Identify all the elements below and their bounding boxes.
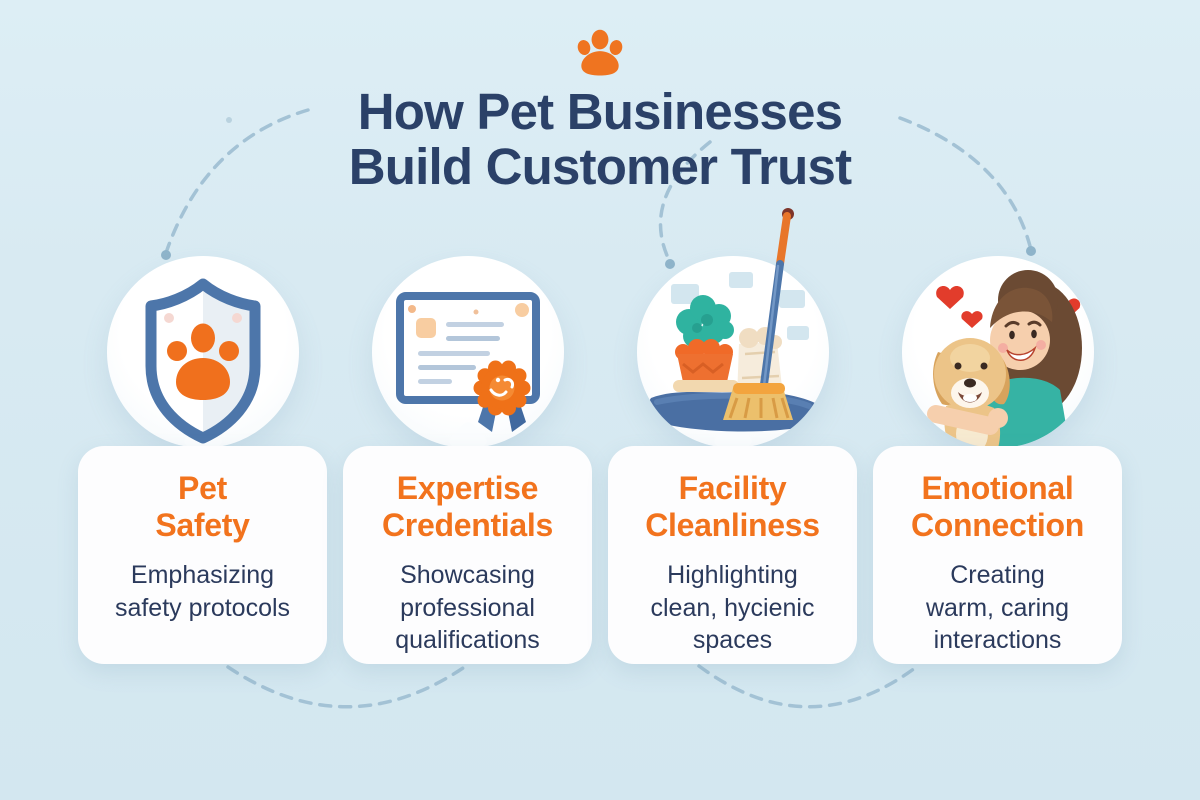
card-description-line: qualifications bbox=[395, 626, 540, 655]
trust-factors-row: Pet Safety Emphasizing safety protocols bbox=[78, 208, 1122, 664]
card-description-line: Showcasing bbox=[400, 561, 535, 590]
card-description-line: professional bbox=[400, 593, 535, 622]
trust-factor-column-facility-cleanliness: Facility Cleanliness Highlighting clean,… bbox=[608, 208, 857, 664]
card-description-line: Highlighting bbox=[667, 561, 798, 590]
shield-paw-icon bbox=[145, 278, 260, 444]
cleaning-supplies-icon bbox=[647, 208, 819, 432]
card-description-line: clean, hycienic bbox=[650, 593, 815, 622]
card-pet-safety: Pet Safety Emphasizing safety protocols bbox=[78, 446, 327, 664]
card-description: Highlighting clean, hycienic spaces bbox=[608, 559, 857, 657]
card-title: Facility Cleanliness bbox=[608, 470, 857, 544]
card-title: Pet Safety bbox=[78, 470, 327, 544]
card-description-line: Emphasizing bbox=[130, 561, 275, 590]
card-title-line: Credentials bbox=[382, 507, 553, 544]
card-description: Emphasizing safety protocols bbox=[78, 559, 327, 624]
trust-factor-column-emotional-connection: Emotional Connection Creating warm, cari… bbox=[873, 256, 1122, 664]
connector-dot bbox=[665, 259, 675, 269]
pet-safety-illustration bbox=[106, 256, 300, 463]
card-description-line: Creating bbox=[950, 561, 1045, 590]
card-title: Emotional Connection bbox=[873, 470, 1122, 544]
dashed-curve-bottom-left bbox=[226, 665, 465, 709]
connector-dot bbox=[161, 250, 171, 260]
dashed-curve-middle bbox=[658, 140, 712, 262]
dashed-curve-right bbox=[898, 116, 1032, 248]
card-title-line: Expertise bbox=[396, 470, 539, 506]
dashed-curve-left bbox=[165, 108, 310, 252]
page-title: How Pet Businesses Build Customer Trust bbox=[0, 83, 1200, 195]
card-description: Creating warm, caring interactions bbox=[873, 559, 1122, 657]
card-title-line: Pet bbox=[178, 470, 227, 506]
facility-cleanliness-illustration bbox=[636, 208, 830, 463]
card-title-line: Connection bbox=[911, 507, 1084, 544]
page-title-line1: How Pet Businesses bbox=[357, 83, 843, 140]
card-description-line: interactions bbox=[933, 626, 1062, 655]
card-title-line: Cleanliness bbox=[645, 507, 820, 544]
expertise-credentials-illustration bbox=[371, 256, 565, 463]
card-title-line: Safety bbox=[155, 507, 250, 544]
certificate-ribbon-icon bbox=[395, 292, 540, 432]
card-description-line: spaces bbox=[692, 626, 773, 655]
card-title-line: Emotional bbox=[921, 470, 1074, 506]
card-expertise-credentials: Expertise Credentials Showcasing profess… bbox=[343, 446, 592, 664]
header: How Pet Businesses Build Customer Trust bbox=[0, 0, 1200, 194]
connector-dot bbox=[226, 117, 232, 123]
trust-factor-column-pet-safety: Pet Safety Emphasizing safety protocols bbox=[78, 256, 327, 664]
trust-factor-column-expertise-credentials: Expertise Credentials Showcasing profess… bbox=[343, 256, 592, 664]
card-title-line: Facility bbox=[678, 470, 787, 506]
card-description-line: safety protocols bbox=[114, 593, 291, 622]
card-emotional-connection: Emotional Connection Creating warm, cari… bbox=[873, 446, 1122, 664]
card-description-line: warm, caring bbox=[925, 593, 1070, 622]
page-title-line2: Build Customer Trust bbox=[348, 137, 852, 195]
card-title: Expertise Credentials bbox=[343, 470, 592, 544]
connector-dot bbox=[1026, 246, 1036, 256]
card-facility-cleanliness: Facility Cleanliness Highlighting clean,… bbox=[608, 446, 857, 664]
dashed-curve-bottom-right bbox=[697, 663, 921, 709]
emotional-connection-illustration bbox=[901, 256, 1095, 463]
paw-icon bbox=[577, 29, 623, 76]
card-description: Showcasing professional qualifications bbox=[343, 559, 592, 657]
woman-hugging-dog-icon bbox=[926, 270, 1082, 448]
